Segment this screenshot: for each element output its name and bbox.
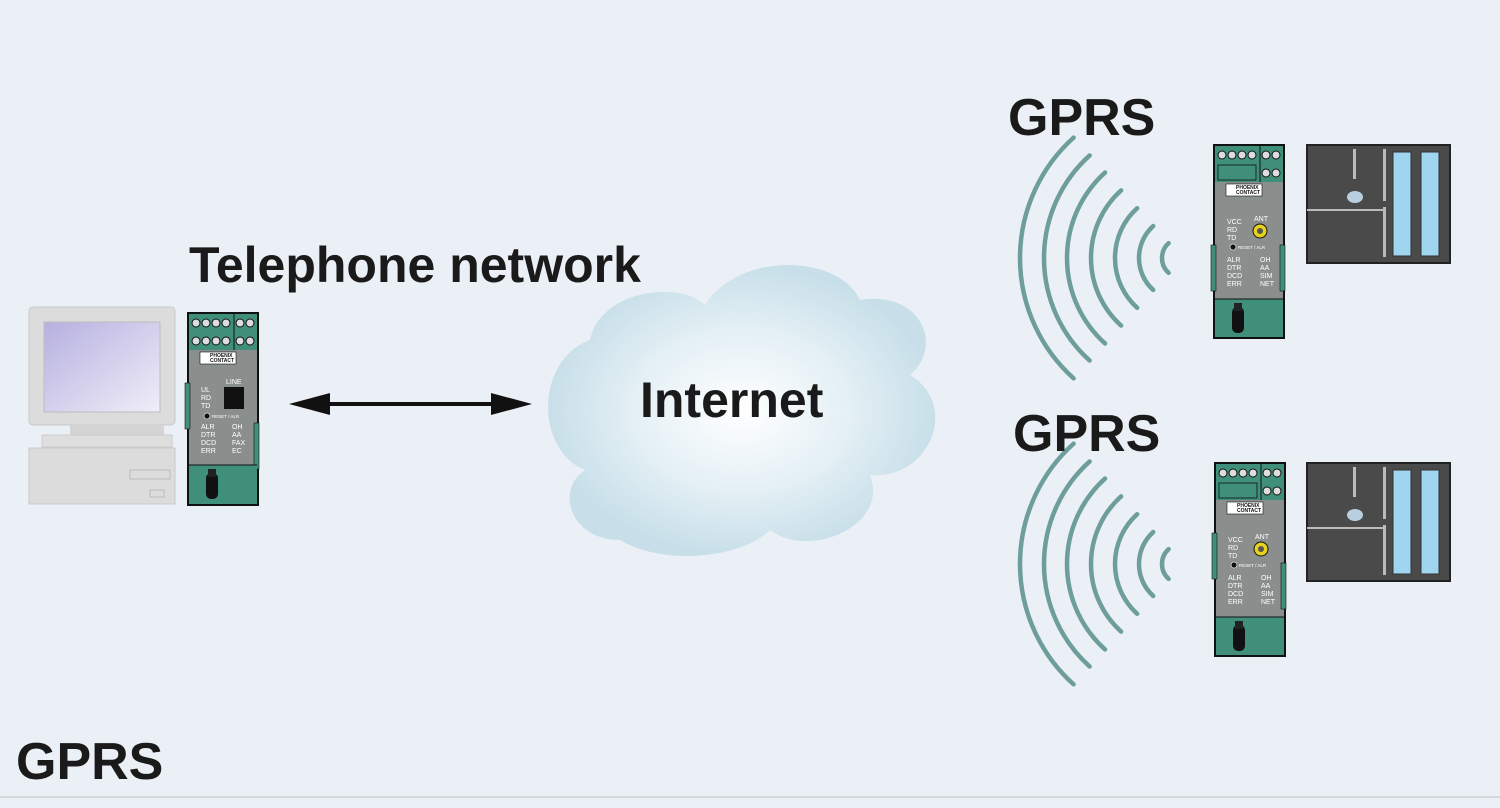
modem-reset-label: RESET / ALR xyxy=(1239,563,1267,568)
modem-status-label: AA xyxy=(1260,265,1270,272)
modem-status-label: OH xyxy=(1260,257,1271,264)
modem-led-label: RD xyxy=(1227,227,1237,234)
modem-led-label: TD xyxy=(1227,235,1236,242)
radio-wave-arc xyxy=(1088,494,1124,634)
modem-led-label: RD xyxy=(201,395,211,402)
modem-port-label: ANT xyxy=(1254,216,1269,223)
modem-status-label: ALR xyxy=(1227,257,1241,264)
modem-status-label: DTR xyxy=(1228,583,1242,590)
modem-status-label: DTR xyxy=(201,432,215,439)
radio-wave-arc xyxy=(1112,205,1140,311)
radio-waves-icon xyxy=(1017,135,1171,381)
modem-status-label: AA xyxy=(1261,583,1271,590)
plc-icon xyxy=(1306,462,1451,582)
modem-brand: CONTACT xyxy=(1236,190,1260,196)
modem-status-label: NET xyxy=(1260,281,1275,288)
radio-wave-arc xyxy=(1136,223,1156,293)
modem-brand: PHOENIX xyxy=(1236,185,1259,191)
gprs-top-label: GPRS xyxy=(1008,89,1156,147)
modem-led-label: RD xyxy=(1228,545,1238,552)
modem-status-label: FAX xyxy=(232,440,246,447)
modem-led-label: TD xyxy=(201,403,210,410)
modem-status-label: OH xyxy=(232,424,243,431)
modem-brand: PHOENIX xyxy=(210,353,233,359)
radio-wave-arc xyxy=(1159,240,1171,276)
radio-wave-arc xyxy=(1017,135,1076,381)
gprs-bottom-label: GPRS xyxy=(16,733,164,791)
modem-led-label: VCC xyxy=(1227,219,1242,226)
modem-reset-label: RESET / ALR xyxy=(212,414,240,419)
modem-icon: PHOENIX CONTACT ANT VCC RD TD RESET / AL… xyxy=(1210,144,1286,339)
modem-status-label: NET xyxy=(1261,599,1276,606)
modem-status-label: DCD xyxy=(1227,273,1242,280)
modem-status-label: ERR xyxy=(1228,599,1243,606)
modem-status-label: OH xyxy=(1261,575,1272,582)
modem-status-label: ERR xyxy=(201,448,216,455)
modem-status-label: DTR xyxy=(1227,265,1241,272)
computer-icon xyxy=(28,306,176,505)
radio-wave-arc xyxy=(1041,459,1092,669)
modem-status-label: SIM xyxy=(1260,273,1273,280)
modem-brand: PHOENIX xyxy=(1237,503,1260,509)
modem-port-label: ANT xyxy=(1255,534,1270,541)
cloud-icon xyxy=(548,265,936,557)
radio-wave-arc xyxy=(1064,476,1108,652)
modem-brand: CONTACT xyxy=(1237,508,1261,514)
modem-led-label: TD xyxy=(1228,553,1237,560)
radio-wave-arc xyxy=(1159,546,1171,582)
modem-led-label: VCC xyxy=(1228,537,1243,544)
modem-status-label: SIM xyxy=(1261,591,1274,598)
radio-wave-arc xyxy=(1064,170,1108,346)
modem-status-label: EC xyxy=(232,448,242,455)
modem-status-label: ALR xyxy=(1228,575,1242,582)
radio-wave-arc xyxy=(1088,188,1124,328)
radio-wave-arc xyxy=(1112,511,1140,617)
modem-led-label: UL xyxy=(201,387,210,394)
modem-reset-label: RESET / ALR xyxy=(1238,245,1266,250)
modem-brand: CONTACT xyxy=(210,358,234,364)
radio-wave-arc xyxy=(1017,441,1076,687)
plc-icon xyxy=(1306,144,1451,264)
telephone-network-label: Telephone network xyxy=(189,237,641,293)
radio-wave-arc xyxy=(1041,153,1092,363)
modem-icon: PHOENIX CONTACT LINE UL RD TD RESET / AL… xyxy=(184,312,260,506)
modem-status-label: ERR xyxy=(1227,281,1242,288)
internet-label: Internet xyxy=(640,372,824,428)
modem-status-label: DCD xyxy=(201,440,216,447)
modem-port-label: LINE xyxy=(226,379,242,386)
modem-status-label: AA xyxy=(232,432,242,439)
radio-wave-arc xyxy=(1136,529,1156,599)
double-arrow-icon xyxy=(289,393,532,415)
radio-waves-icon xyxy=(1017,441,1171,687)
modem-status-label: DCD xyxy=(1228,591,1243,598)
modem-status-label: ALR xyxy=(201,424,215,431)
gprs-middle-label: GPRS xyxy=(1013,405,1161,463)
modem-icon: PHOENIX CONTACT ANT VCC RD TD RESET / AL… xyxy=(1211,462,1287,657)
